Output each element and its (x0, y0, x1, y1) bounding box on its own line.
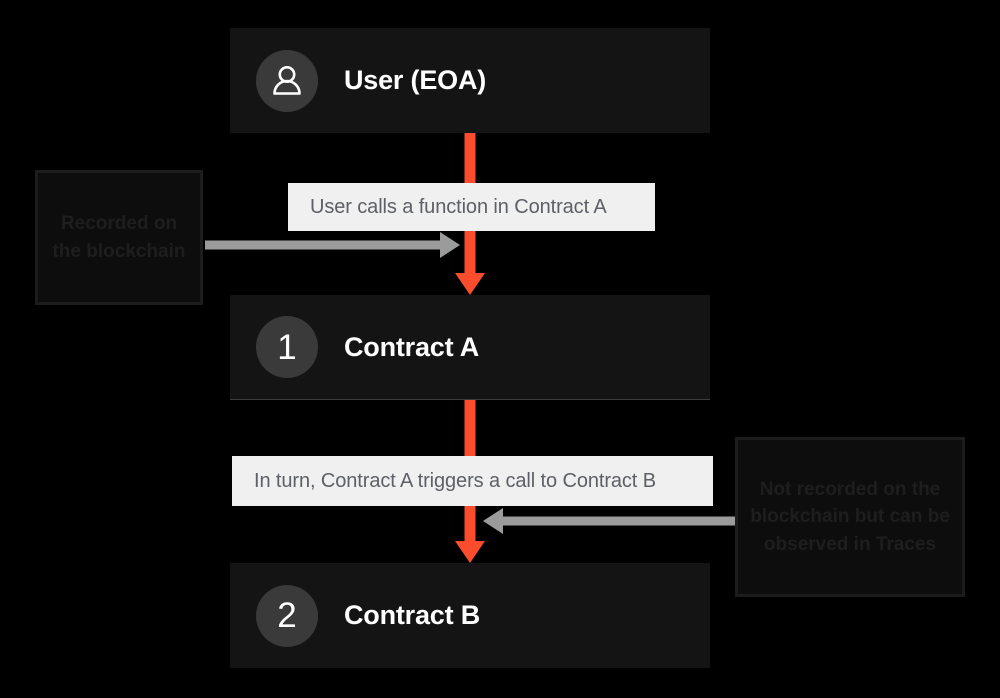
person-icon (256, 49, 318, 112)
node-label: User (EOA) (344, 65, 487, 95)
arrow-head (440, 232, 460, 258)
edge-label-user-calls-function: User calls a function in Contract A (288, 183, 655, 231)
edge-label-text: User calls a function in Contract A (310, 195, 607, 218)
node-user[interactable]: User (EOA) (230, 28, 710, 133)
callout-text: Recorded on the blockchain (52, 212, 186, 262)
callout-not-recorded-traces: Not recorded on the blockchain but can b… (735, 437, 965, 597)
arrow-shaft (205, 240, 442, 250)
arrow-shaft (501, 516, 738, 526)
edge-label-contract-a-triggers-call: In turn, Contract A triggers a call to C… (232, 456, 713, 506)
arrow-head (483, 508, 503, 534)
arrow-head (455, 541, 485, 563)
callout-recorded-on-blockchain: Recorded on the blockchain (35, 170, 203, 305)
node-contract-b[interactable]: 2 Contract B (230, 563, 710, 668)
callout-text: Not recorded on the blockchain but can b… (750, 478, 950, 555)
node-label: Contract B (344, 600, 481, 630)
arrow-head (455, 273, 485, 295)
node-contract-a[interactable]: 1 Contract A (230, 295, 710, 400)
arrow-callout-right-to-flow (483, 508, 738, 534)
node-label: Contract A (344, 331, 480, 362)
step-number-badge: 1 (256, 316, 318, 378)
step-number-badge: 2 (256, 584, 318, 647)
edge-label-text: In turn, Contract A triggers a call to C… (254, 469, 656, 492)
arrow-callout-left-to-flow (205, 232, 460, 258)
